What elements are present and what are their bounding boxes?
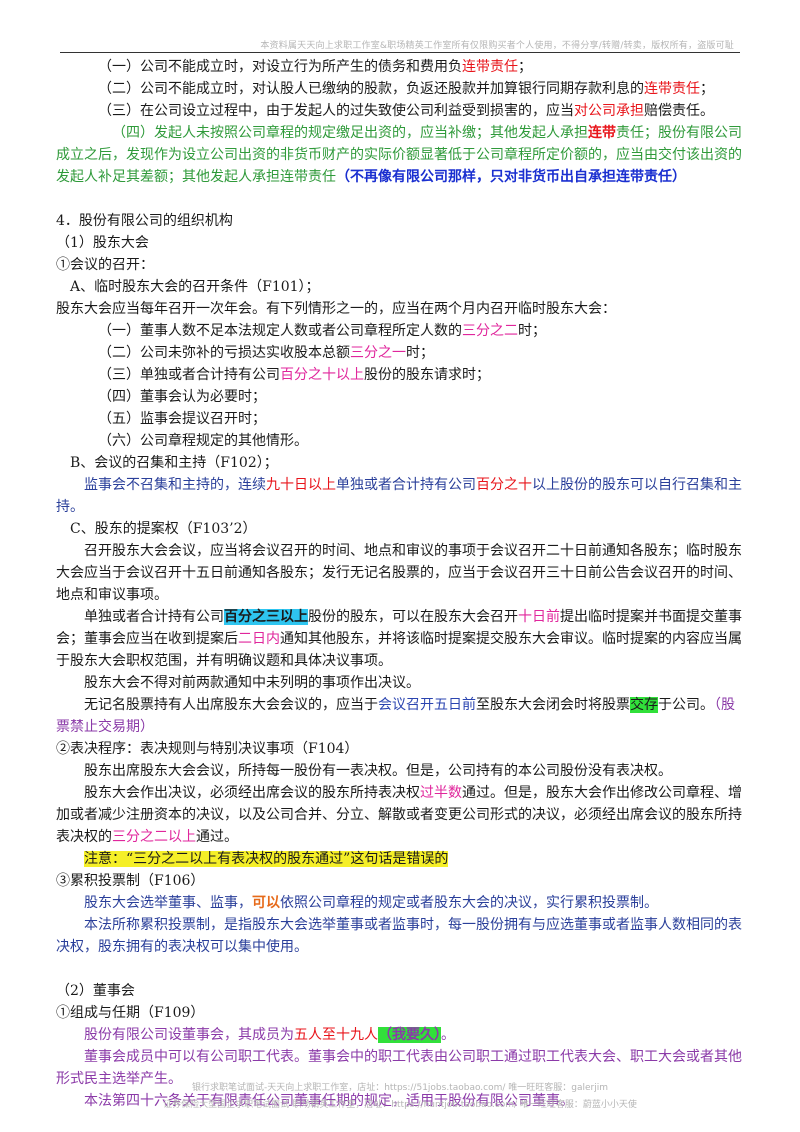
subsection-meeting-convening: ①会议的召开： (56, 257, 154, 273)
condition-item-6: （六）公司章程规定的其他情形。 (98, 433, 308, 449)
board-size-text: 股份有限公司设董事会，其成员为五人至十九人（我要久）。 (84, 1027, 455, 1043)
heading-proposal-right: C、股东的提案权（F103’2） (70, 521, 257, 537)
resolution-rule-text: 股东大会作出决议，必须经出席会议的股东所持表决权过半数通过。但是，股东大会作出修… (56, 785, 742, 845)
header-divider (60, 52, 740, 53)
heading-convening-and-presiding: B、会议的召集和主持（F102）； (70, 455, 278, 471)
subsection-cumulative-voting: ③累积投票制（F106） (56, 873, 205, 889)
liability-item-1: （一）公司不能成立时，对设立行为所产生的债务和费用负连带责任； (98, 59, 532, 75)
section-title-shareholders-meeting: （1）股东大会 (56, 235, 149, 251)
condition-item-2: （二）公司未弥补的亏损达实收股本总额三分之一时； (98, 345, 434, 361)
interim-proposal-text: 单独或者合计持有公司百分之三以上股份的股东，可以在股东大会召开十日前提出临时提案… (56, 609, 742, 669)
liability-item-2: （二）公司不能成立时，对认股人已缴纳的股款，负返还股款并加算银行同期存款利息的连… (98, 81, 714, 97)
notice-period-text: 召开股东大会会议，应当将会议召开的时间、地点和审议的事项于会议召开二十日前通知各… (56, 543, 742, 603)
unlisted-matters-text: 股东大会不得对前两款通知中未列明的事项作出决议。 (84, 675, 420, 691)
subsection-board-composition: ①组成与任期（F109） (56, 1005, 205, 1021)
document-body: （一）公司不能成立时，对设立行为所产生的债务和费用负连带责任； （二）公司不能成… (56, 56, 748, 1112)
cumulative-voting-text-2: 本法所称累积投票制，是指股东大会选举董事或者监事时，每一股份拥有与应选董事或者监… (56, 917, 742, 955)
board-term-text: 本法第四十六条关于有限责任公司董事任期的规定，适用于股份有限公司董事。 (84, 1093, 574, 1109)
condition-item-3: （三）单独或者合计持有公司百分之十以上股份的股东请求时； (98, 367, 490, 383)
convening-rule-text: 监事会不召集和主持的，连续九十日以上单独或者合计持有公司百分之十以上股份的股东可… (56, 477, 742, 515)
footer-line-2: 证券保险大型国企求职笔试面试-职场精英工作室，店址：https://huntjo… (163, 1100, 637, 1110)
cumulative-voting-text-1: 股东大会选举董事、监事，可以依照公司章程的规定或者股东大会的决议，实行累积投票制… (84, 895, 658, 911)
interim-meeting-intro: 股东大会应当每年召开一次年会。有下列情形之一的，应当在两个月内召开临时股东大会： (56, 301, 616, 317)
page-header-notice: 本资料属天天向上求职工作室&职场精英工作室所有仅限购买者个人使用，不得分享/转赠… (260, 41, 734, 51)
heading-interim-meeting-conditions: A、临时股东大会的召开条件（F101）； (70, 279, 320, 295)
section-title-board: （2）董事会 (56, 983, 135, 999)
condition-item-1: （一）董事人数不足本法规定人数或者公司章程所定人数的三分之二时； (98, 323, 546, 339)
bearer-shares-text: 无记名股票持有人出席股东大会会议的，应当于会议召开五日前至股东大会闭会时将股票交… (56, 697, 735, 735)
section-title-org-structure: 4．股份有限公司的组织机构 (56, 213, 233, 229)
voting-note: 注意：“三分之二以上有表决权的股东通过”这句话是错误的 (84, 851, 449, 867)
subsection-voting-procedure: ②表决程序：表决规则与特别决议事项（F104） (56, 741, 359, 757)
employee-representatives-text: 董事会成员中可以有公司职工代表。董事会中的职工代表由公司职工通过职工代表大会、职… (56, 1049, 742, 1087)
liability-item-3: （三）在公司设立过程中，由于发起人的过失致使公司利益受到损害的，应当对公司承担赔… (98, 103, 714, 119)
condition-item-4: （四）董事会认为必要时； (98, 389, 266, 405)
voting-right-text: 股东出席股东大会会议，所持每一股份有一表决权。但是，公司持有的本公司股份没有表决… (84, 763, 672, 779)
liability-item-4: （四）发起人未按照公司章程的规定缴足出资的，应当补缴；其他发起人承担连带责任；股… (56, 125, 742, 185)
condition-item-5: （五）监事会提议召开时； (98, 411, 266, 427)
footer-line-1: 银行求职笔试面试-天天向上求职工作室，店址：https://51jobs.tao… (191, 1083, 609, 1093)
